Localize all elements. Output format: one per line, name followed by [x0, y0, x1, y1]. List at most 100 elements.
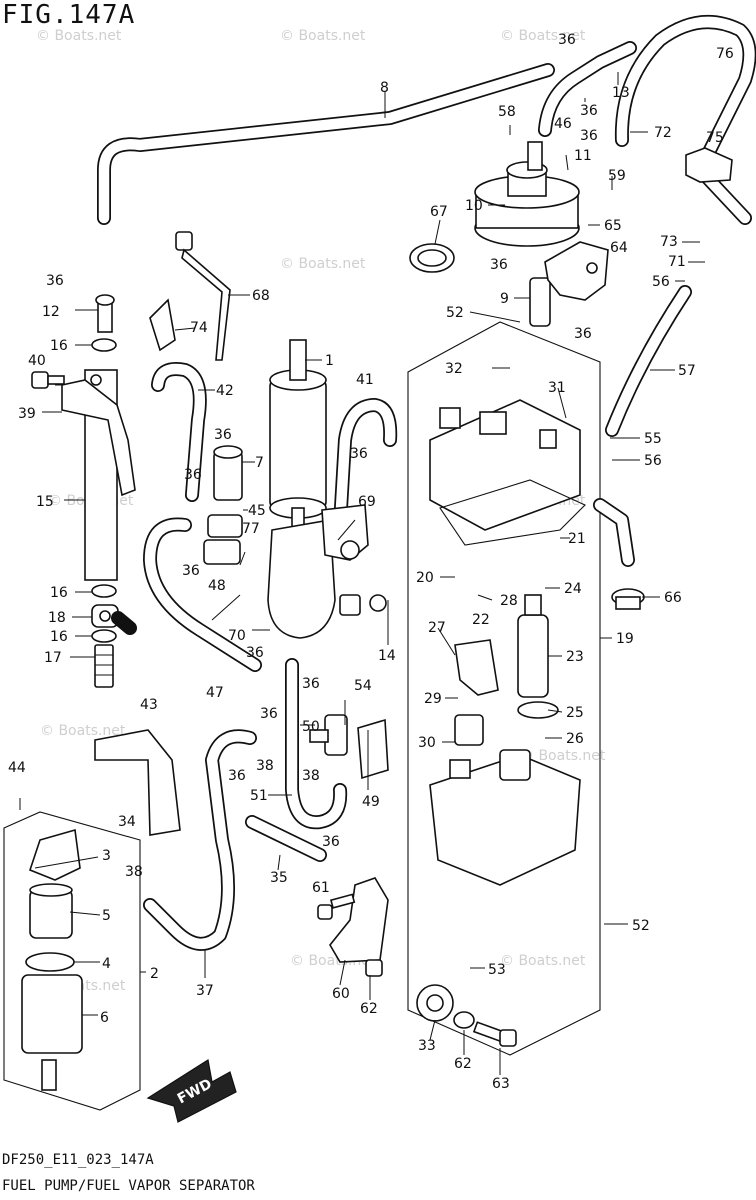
clamp-67 — [409, 243, 455, 273]
callout-76: 76 — [716, 46, 734, 62]
callout-18: 18 — [48, 610, 66, 626]
callout-22: 22 — [472, 612, 490, 628]
callout-66: 66 — [664, 590, 682, 606]
hose-8 — [97, 63, 555, 225]
callout-36: 36 — [302, 676, 320, 692]
callout-36: 36 — [322, 834, 340, 850]
callout-56: 56 — [652, 274, 670, 290]
grommet-33 — [416, 984, 454, 1022]
bracket-49 — [357, 718, 389, 780]
callout-16: 16 — [50, 629, 68, 645]
hose-57 — [605, 285, 692, 437]
callout-39: 39 — [18, 406, 36, 422]
callout-61: 61 — [312, 880, 330, 896]
callout-13: 13 — [612, 85, 630, 101]
callout-36: 36 — [558, 32, 576, 48]
callout-48: 48 — [208, 578, 226, 594]
callout-65: 65 — [604, 218, 622, 234]
callout-21: 21 — [568, 531, 586, 547]
part-45 — [203, 514, 243, 565]
diagram-code: DF250_E11_023_147A — [2, 1152, 154, 1168]
pump-bracket-70 — [267, 519, 336, 639]
callout-41: 41 — [356, 372, 374, 388]
callout-33: 33 — [418, 1038, 436, 1054]
callout-29: 29 — [424, 691, 442, 707]
callout-labels: 1 2 3 4 5 6 7 8 9 10 11 12 13 14 15 16 1… — [8, 32, 734, 1092]
callout-36: 36 — [260, 706, 278, 722]
fuel-filter-assembly — [3, 811, 141, 1111]
bolt-61 — [317, 893, 356, 920]
washer-16 — [91, 338, 117, 643]
callout-38: 38 — [125, 864, 143, 880]
callout-14: 14 — [378, 648, 396, 664]
callout-38: 38 — [302, 768, 320, 784]
fwd-arrow: FWD — [146, 1059, 237, 1123]
callout-9: 9 — [500, 291, 509, 307]
callout-20: 20 — [416, 570, 434, 586]
callout-77: 77 — [242, 521, 260, 537]
callout-36: 36 — [214, 427, 232, 443]
part-18 — [91, 604, 137, 635]
callout-56: 56 — [644, 453, 662, 469]
fuel-pump — [269, 339, 327, 529]
callout-36: 36 — [228, 768, 246, 784]
hose-37 — [143, 729, 257, 951]
callout-68: 68 — [252, 288, 270, 304]
callout-11: 11 — [574, 148, 592, 164]
part-7 — [213, 445, 243, 501]
callout-43: 43 — [140, 697, 158, 713]
watermark: © Boats.net — [500, 953, 586, 969]
callout-55: 55 — [644, 431, 662, 447]
bracket-43 — [94, 729, 181, 836]
callout-8: 8 — [380, 80, 389, 96]
callout-46: 46 — [554, 116, 572, 132]
bolt-63 — [472, 1021, 517, 1047]
bracket-15-39 — [61, 369, 136, 581]
callout-32: 32 — [445, 361, 463, 377]
callout-36: 36 — [46, 273, 64, 289]
callout-36: 36 — [246, 645, 264, 661]
figure-title: FIG.147A — [2, 0, 136, 30]
callout-63: 63 — [492, 1076, 510, 1092]
callout-47: 47 — [206, 685, 224, 701]
callout-16: 16 — [50, 338, 68, 354]
grommet-62 — [365, 959, 475, 1029]
callout-50: 50 — [302, 719, 320, 735]
callout-51: 51 — [250, 788, 268, 804]
bolt-40 — [31, 371, 65, 389]
watermark: © Boats.net — [280, 28, 366, 44]
hose-42 — [151, 362, 207, 502]
separator-cover-21 — [429, 399, 581, 531]
hose-51 — [285, 658, 348, 830]
callout-64: 64 — [610, 240, 628, 256]
part-14 — [339, 594, 387, 616]
separator-body-19 — [429, 749, 581, 886]
diagram-name: FUEL PUMP/FUEL VAPOR SEPARATOR — [2, 1178, 255, 1194]
callout-54: 54 — [354, 678, 372, 694]
part-12 — [95, 294, 115, 333]
callout-23: 23 — [566, 649, 584, 665]
callout-36: 36 — [580, 128, 598, 144]
callout-30: 30 — [418, 735, 436, 751]
clip-74 — [149, 298, 176, 352]
callout-37: 37 — [196, 983, 214, 999]
callout-36: 36 — [490, 257, 508, 273]
cap-66 — [611, 588, 645, 610]
watermark: © Boats.net — [36, 28, 122, 44]
callout-12: 12 — [42, 304, 60, 320]
fuel-pump-23 — [517, 594, 559, 719]
callout-24: 24 — [564, 581, 582, 597]
part-22 — [454, 639, 499, 696]
callout-10: 10 — [465, 198, 483, 214]
callout-36: 36 — [580, 103, 598, 119]
callout-52: 52 — [446, 305, 464, 321]
bracket-64 — [544, 241, 609, 301]
watermark: © Boats.net — [40, 723, 126, 739]
callout-74: 74 — [190, 320, 208, 336]
callout-36: 36 — [350, 446, 368, 462]
callout-59: 59 — [608, 168, 626, 184]
cable-tie-68 — [175, 231, 231, 361]
callout-62: 62 — [360, 1001, 378, 1017]
watermark: © Boats.net — [280, 256, 366, 272]
